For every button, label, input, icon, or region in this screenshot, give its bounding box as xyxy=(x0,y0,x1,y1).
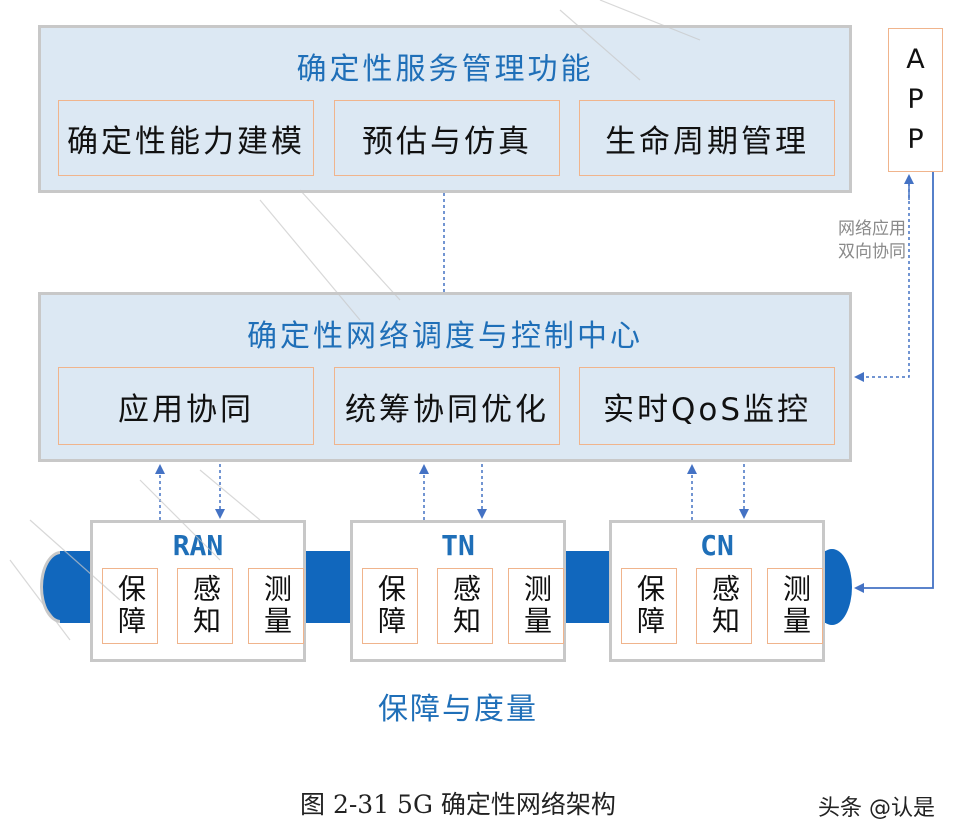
ran-guarantee-cell: 保障 xyxy=(102,568,158,644)
app-network-sync-note: 网络应用 双向协同 xyxy=(806,218,906,264)
pipe-segment xyxy=(60,551,92,623)
tn-perception-cell: 感知 xyxy=(437,568,493,644)
tn-measurement-cell: 测量 xyxy=(508,568,564,644)
cn-title: CN xyxy=(700,529,734,562)
guarantee-measurement-label: 保障与度量 xyxy=(378,692,538,727)
overall-optimization-box: 统筹协同优化 xyxy=(334,367,560,445)
service-management-title: 确定性服务管理功能 xyxy=(296,52,594,87)
cn-perception-cell: 感知 xyxy=(696,568,752,644)
figure-caption: 图 2-31 5G 确定性网络架构 xyxy=(300,790,616,819)
tn-node: TN 保障 感知 测量 xyxy=(350,520,566,662)
service-management-panel: 确定性服务管理功能 确定性能力建模 预估与仿真 生命周期管理 xyxy=(38,25,852,193)
pipe-segment xyxy=(563,551,612,623)
app-letter: P xyxy=(907,84,924,115)
ran-perception-cell: 感知 xyxy=(177,568,233,644)
lifecycle-management-box: 生命周期管理 xyxy=(579,100,835,176)
ran-node: RAN 保障 感知 测量 xyxy=(90,520,306,662)
ran-measurement-cell: 测量 xyxy=(248,568,304,644)
control-center-panel: 确定性网络调度与控制中心 应用协同 统筹协同优化 实时QoS监控 xyxy=(38,292,852,462)
cn-node: CN 保障 感知 测量 xyxy=(609,520,825,662)
ran-title: RAN xyxy=(172,529,224,562)
sync-note-line: 网络应用 xyxy=(838,219,906,239)
app-to-control-arrow xyxy=(854,183,910,382)
cn-guarantee-cell: 保障 xyxy=(621,568,677,644)
capability-modeling-box: 确定性能力建模 xyxy=(58,100,314,176)
app-letter: P xyxy=(907,124,924,155)
estimation-simulation-box: 预估与仿真 xyxy=(334,100,560,176)
qos-monitoring-box: 实时QoS监控 xyxy=(579,367,835,445)
tn-guarantee-cell: 保障 xyxy=(362,568,418,644)
sync-note-line: 双向协同 xyxy=(838,242,906,262)
cn-measurement-cell: 测量 xyxy=(767,568,823,644)
pipe-segment xyxy=(304,551,352,623)
app-letter: A xyxy=(906,44,925,75)
app-box: A P P xyxy=(888,28,943,172)
control-center-title: 确定性网络调度与控制中心 xyxy=(247,319,643,354)
source-watermark: 头条 @认是 xyxy=(818,796,935,821)
tn-title: TN xyxy=(441,529,475,562)
application-coordination-box: 应用协同 xyxy=(58,367,314,445)
